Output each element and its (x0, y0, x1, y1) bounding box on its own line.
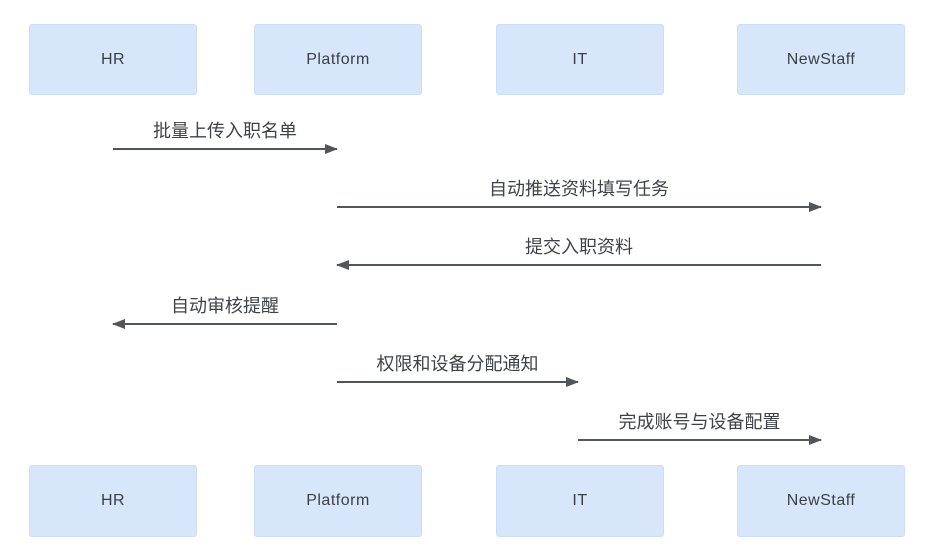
message-label: 权限和设备分配通知 (376, 354, 539, 374)
actor-newstaff-top: NewStaff (737, 24, 905, 95)
message-label: 自动审核提醒 (171, 296, 279, 316)
message-permission-device-notice: 权限和设备分配通知 (337, 353, 579, 387)
actor-newstaff-label: NewStaff (786, 50, 856, 68)
message-batch-upload-roster: 批量上传入职名单 (113, 120, 338, 154)
message-label: 完成账号与设备配置 (618, 412, 781, 432)
arrowhead-right-icon (809, 435, 822, 445)
actor-it-top: IT (496, 24, 664, 95)
message-arrow (112, 319, 337, 329)
message-submit-onboarding-docs: 提交入职资料 (336, 236, 821, 270)
message-auto-review-reminder: 自动审核提醒 (112, 295, 337, 329)
arrowhead-right-icon (325, 144, 338, 154)
actor-platform-label: Platform (306, 492, 370, 509)
actor-hr-bottom: HR (29, 465, 197, 537)
arrowhead-left-icon (112, 319, 125, 329)
actor-platform-label: Platform (306, 50, 370, 68)
arrowhead-left-icon (336, 260, 349, 270)
actor-newstaff-label: NewStaff (786, 492, 856, 509)
message-arrow (337, 202, 822, 212)
actor-platform-top: Platform (254, 24, 422, 95)
actor-it-label: IT (572, 50, 588, 68)
message-label: 自动推送资料填写任务 (489, 179, 669, 199)
actor-platform-bottom: Platform (254, 465, 422, 537)
message-arrow (578, 435, 822, 445)
actor-it-label: IT (572, 492, 588, 509)
message-label: 批量上传入职名单 (153, 121, 297, 141)
arrowhead-right-icon (809, 202, 822, 212)
actor-newstaff-bottom: NewStaff (737, 465, 905, 537)
actor-hr-label: HR (100, 492, 126, 509)
actor-hr-label: HR (100, 50, 126, 68)
actor-hr-top: HR (29, 24, 197, 95)
message-push-form-task: 自动推送资料填写任务 (337, 178, 822, 212)
message-arrow (337, 377, 579, 387)
actor-it-bottom: IT (496, 465, 664, 537)
message-arrow (336, 260, 821, 270)
message-account-device-setup-done: 完成账号与设备配置 (578, 411, 822, 445)
arrowhead-right-icon (566, 377, 579, 387)
message-arrow (113, 144, 338, 154)
message-label: 提交入职资料 (525, 237, 633, 257)
